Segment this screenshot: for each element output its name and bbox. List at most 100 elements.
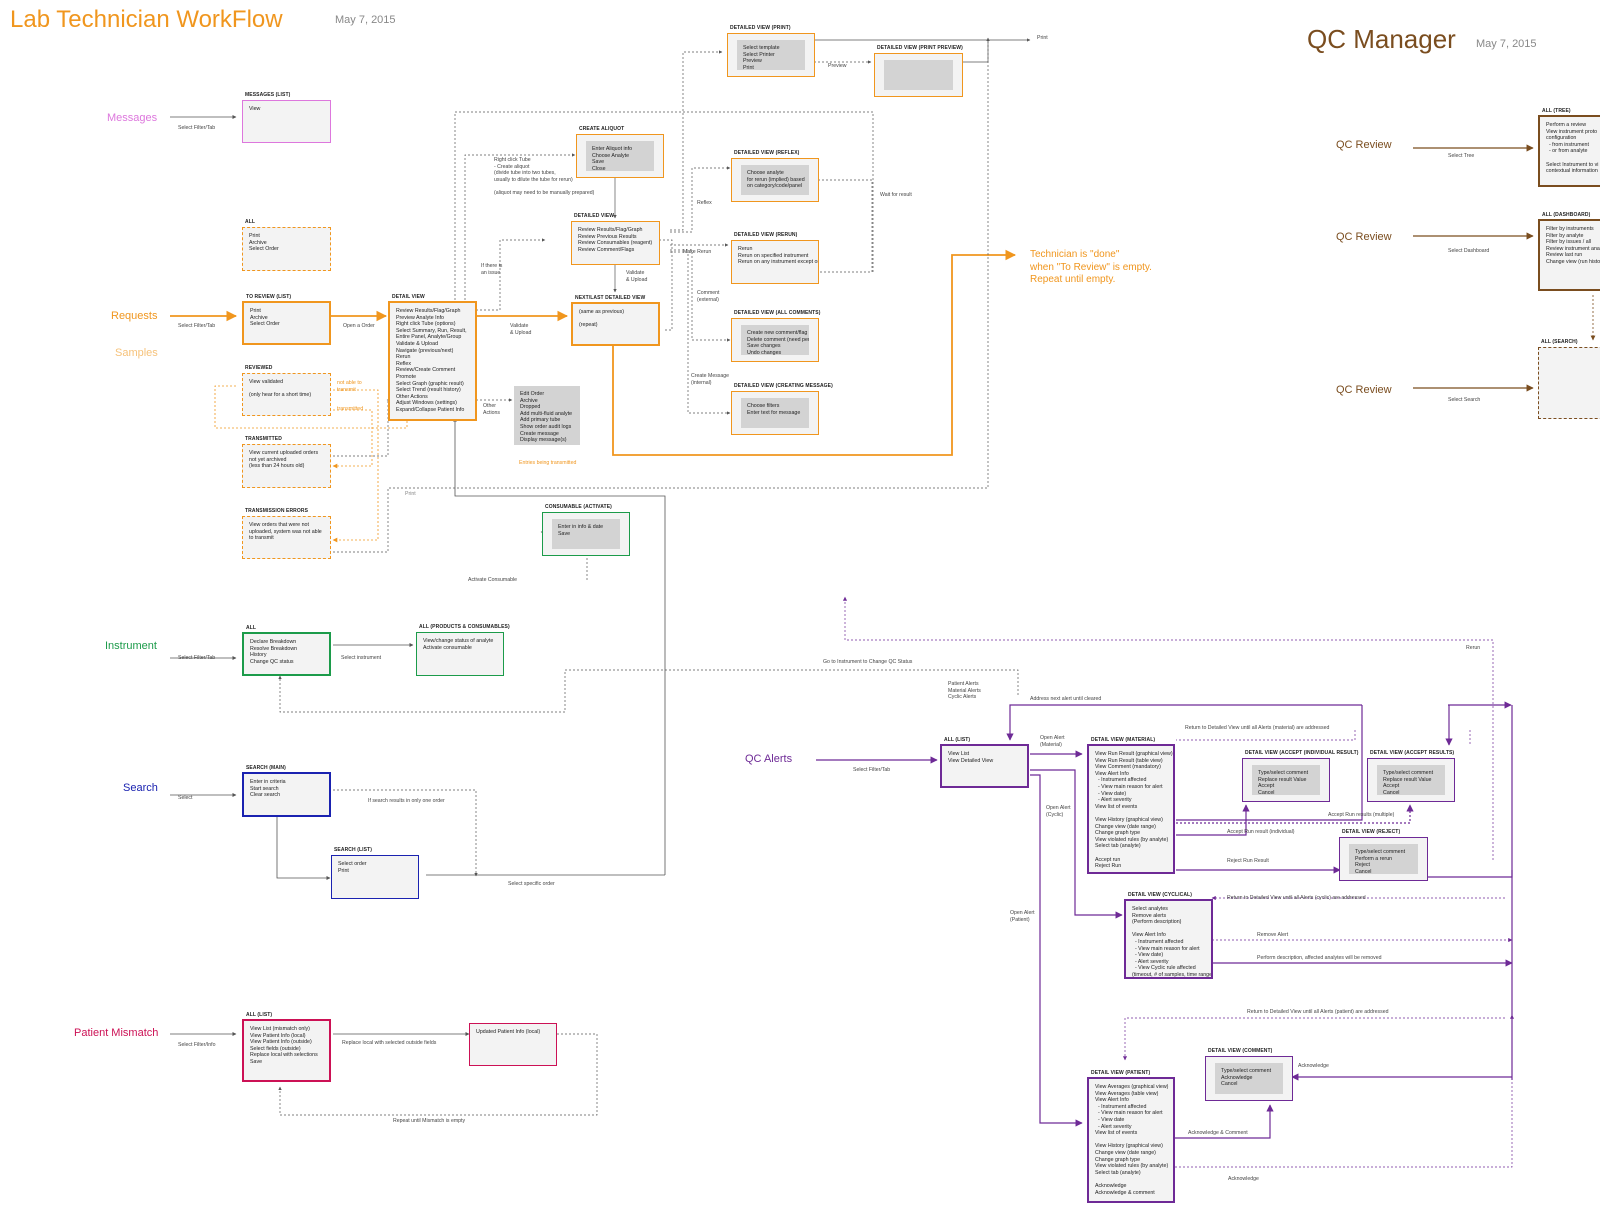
products-consumables-box[interactable]: ALL (PRODUCTS & CONSUMABLES) View/change… — [416, 624, 510, 676]
box-body: Filter by instruments Filter by analyte … — [1546, 226, 1600, 265]
all-orders-box[interactable]: ALL Print Archive Select Order — [242, 219, 331, 271]
box-title: DETAILED VIEW (CREATING MESSAGE) — [734, 383, 833, 389]
box-body: View List (mismatch only) View Patient I… — [250, 1026, 318, 1065]
edge-label: Replace local with selected outside fiel… — [342, 1040, 437, 1046]
detailed-view-box[interactable]: DETAILED VIEW Review Results/Flag/Graph … — [571, 213, 660, 265]
section-messages: Messages — [107, 112, 158, 124]
dv-print-box[interactable]: DETAILED VIEW (PRINT) Select template Se… — [727, 25, 815, 77]
box-title: DETAIL VIEW (CYCLICAL) — [1128, 892, 1192, 898]
edge-label: Activate Consumable — [468, 577, 518, 583]
box-body: Print Archive Select Order — [249, 233, 279, 253]
dv-comment-box[interactable]: DETAIL VIEW (COMMENT) Type/select commen… — [1205, 1048, 1293, 1101]
box-body: Type/select comment Acknowledge Cancel — [1221, 1068, 1272, 1088]
box-body: Select order Print — [338, 861, 367, 874]
dv-print-preview-box[interactable]: DETAILED VIEW (PRINT PREVIEW) — [874, 45, 963, 97]
edge-label: Acknowledge — [1298, 1063, 1329, 1069]
consumable-activate-box[interactable]: CONSUMABLE (ACTIVATE) Enter in info & da… — [542, 504, 630, 556]
edge-label: Rerun — [1466, 645, 1481, 651]
box-title: DETAILED VIEW (ALL COMMENTS) — [734, 310, 821, 316]
section-requests: Requests — [111, 310, 158, 322]
box-body: Rerun Rerun on specified instrument Reru… — [738, 246, 818, 266]
box-body: View validated (only hear for a short ti… — [249, 379, 312, 399]
edge-label: Accept Run results (multiple) — [1328, 812, 1395, 818]
box-body: Review Results/Flag/Graph Review Previou… — [578, 227, 653, 253]
edge-label: Accept Run result (individual) — [1227, 829, 1295, 835]
section-samples: Samples — [115, 347, 158, 359]
box-body: Updated Patient Info (local) — [476, 1029, 541, 1035]
qc-search-box[interactable]: ALL (SEARCH) — [1538, 339, 1600, 419]
edge-label: Go to Instrument to Change QC Status — [823, 659, 913, 665]
edge-label: Acknowledge — [1228, 1176, 1259, 1182]
box-title: DETAILED VIEW (RERUN) — [734, 232, 798, 238]
box-title: ALL (LIST) — [944, 737, 971, 743]
box-body: Select analytes Remove alerts (Perform d… — [1132, 906, 1211, 977]
edge-label: Print — [405, 491, 416, 497]
section-qc-alerts: QC Alerts — [745, 753, 793, 765]
other-actions-box[interactable]: Edit Order Archive Dropped Add multi-flu… — [514, 386, 580, 445]
edge-label: Remove Alert — [1257, 932, 1289, 938]
box-title: DETAIL VIEW — [392, 294, 425, 300]
to-review-box[interactable]: TO REVIEW (LIST) Print Archive Select Or… — [242, 294, 331, 345]
dv-reflex-box[interactable]: DETAILED VIEW (REFLEX) Choose analyte fo… — [731, 150, 819, 202]
box-body: Type/select comment Replace result Value… — [1383, 770, 1434, 795]
box-title: DETAIL VIEW (PATIENT) — [1091, 1070, 1151, 1076]
edge-label: Patient Alerts Material Alerts Cyclic Al… — [948, 681, 981, 700]
box-body — [884, 60, 953, 90]
next-last-detailed-view-box[interactable]: NEXT/LAST DETAILED VIEW (same as previou… — [571, 295, 660, 346]
qc-manager-title: QC Manager — [1307, 24, 1456, 54]
box-body — [1539, 348, 1600, 418]
edge-label: Validate & Upload — [626, 270, 648, 283]
edge-label: Open Alert (Material) — [1040, 735, 1065, 748]
edge-label: Address next alert until cleared — [1030, 696, 1102, 702]
box-title: SEARCH (MAIN) — [246, 765, 286, 771]
box-body: Enter Aliquot info Choose Analyte Save C… — [592, 146, 633, 171]
box-body: View orders that were not uploaded, syst… — [249, 522, 322, 542]
dv-rerun-box[interactable]: DETAILED VIEW (RERUN) Rerun Rerun on spe… — [731, 232, 819, 284]
box-title: DETAILED VIEW — [574, 213, 615, 219]
dv-creating-message-box[interactable]: DETAILED VIEW (CREATING MESSAGE) Choose … — [731, 383, 833, 435]
edge-label: Entries being transmitted — [519, 460, 577, 466]
dv-material-box[interactable]: DETAIL VIEW (MATERIAL) View Run Result (… — [1087, 737, 1175, 874]
box-title: DETAIL VIEW (ACCEPT (INDIVIDUAL RESULT) — [1245, 750, 1359, 756]
dv-patient-box[interactable]: DETAIL VIEW (PATIENT) View Averages (gra… — [1087, 1070, 1175, 1203]
box-body: View Run Result (graphical view) View Ru… — [1095, 751, 1173, 870]
box-body: Type/select comment Replace result Value… — [1258, 770, 1309, 795]
box-title: DETAIL VIEW (ACCEPT RESULTS) — [1370, 750, 1455, 756]
edge-label: Open a Order — [343, 323, 375, 329]
edge-label: Create Message (internal) — [691, 373, 730, 386]
transmission-errors-box[interactable]: TRANSMISSION ERRORS View orders that wer… — [242, 508, 331, 559]
create-aliquot-box[interactable]: CREATE ALIQUOT Enter Aliquot info Choose… — [576, 126, 664, 178]
dv-reject-box[interactable]: DETAIL VIEW (REJECT) Type/select comment… — [1339, 829, 1428, 881]
box-body: Choose analyte for rerun (implied) based… — [747, 170, 805, 190]
dv-accept-individual-box[interactable]: DETAIL VIEW (ACCEPT (INDIVIDUAL RESULT) … — [1242, 750, 1358, 802]
qc-all-list-box[interactable]: ALL (LIST) View List View Detailed View — [940, 737, 1029, 788]
box-title: NEXT/LAST DETAILED VIEW — [575, 295, 646, 301]
search-list-box[interactable]: SEARCH (LIST) Select order Print — [331, 847, 419, 899]
box-body: Review Results/Flag/Graph Preview Analyt… — [396, 308, 467, 413]
box-title: TRANSMITTED — [245, 436, 282, 442]
box-body: Choose filters Enter text for message — [747, 403, 801, 416]
instrument-all-box[interactable]: ALL Declare Breakdown Resolve Breakdown … — [242, 625, 331, 676]
box-title: TO REVIEW (LIST) — [246, 294, 292, 300]
edge-label: Make Rerun — [683, 249, 712, 255]
patient-mismatch-list-box[interactable]: ALL (LIST) View List (mismatch only) Vie… — [242, 1012, 331, 1082]
dv-accept-results-box[interactable]: DETAIL VIEW (ACCEPT RESULTS) Type/select… — [1367, 750, 1455, 802]
box-body: Select template Select Printer Preview P… — [743, 45, 780, 70]
messages-list-box[interactable]: MESSAGES (LIST) View — [242, 92, 331, 143]
box-body: Create new comment/flag Delete comment (… — [747, 330, 809, 355]
dv-all-comments-box[interactable]: DETAILED VIEW (ALL COMMENTS) Create new … — [731, 310, 820, 362]
box-title: DETAIL VIEW (COMMENT) — [1208, 1048, 1273, 1054]
transmitted-box[interactable]: TRANSMITTED View current uploaded orders… — [242, 436, 331, 488]
search-main-box[interactable]: SEARCH (MAIN) Enter in criteria Start se… — [242, 765, 331, 817]
updated-patient-info-box[interactable]: Updated Patient Info (local) — [469, 1023, 557, 1066]
box-title: ALL — [246, 625, 257, 631]
reviewed-box[interactable]: REVIEWED View validated (only hear for a… — [242, 365, 331, 416]
dv-cyclical-box[interactable]: DETAIL VIEW (CYCLICAL) Select analytes R… — [1124, 892, 1213, 979]
detail-view-box[interactable]: DETAIL VIEW Review Results/Flag/Graph Pr… — [388, 294, 477, 421]
box-body: Enter in info & date Save — [558, 524, 604, 537]
edge-label: Comment (external) — [697, 290, 720, 303]
qc-tree-box[interactable]: ALL (TREE) Perform a review View instrum… — [1538, 108, 1600, 187]
qc-dashboard-box[interactable]: ALL (DASHBOARD) Filter by instruments Fi… — [1538, 212, 1600, 291]
edge-label: Perform description, affected analytes w… — [1257, 955, 1382, 961]
